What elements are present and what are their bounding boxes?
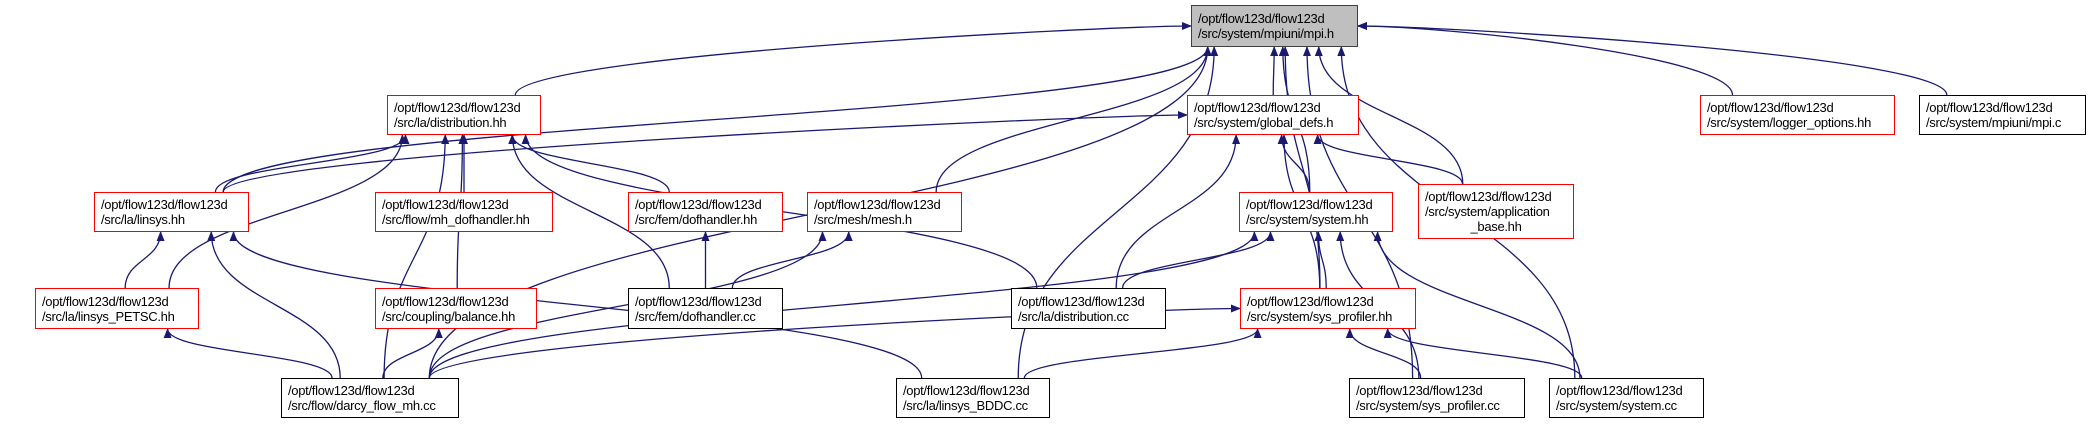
edge-application-base-hh-to-global-defs-h: [1313, 134, 1464, 185]
node-label-line: /src/system/global_defs.h: [1194, 115, 1334, 130]
node-global-defs-h[interactable]: /opt/flow123d/flow123d/src/system/global…: [1187, 95, 1359, 135]
node-label-line: /opt/flow123d/flow123d: [1926, 100, 2053, 115]
node-label-line: /opt/flow123d/flow123d: [42, 293, 169, 309]
node-label-line: /opt/flow123d/flow123d: [1018, 293, 1145, 309]
node-label-line: /src/coupling/balance.hh: [382, 308, 516, 324]
edge-system-cc-to-system-hh: [1373, 231, 1581, 379]
node-mpi-h[interactable]: /opt/flow123d/flow123d/src/system/mpiuni…: [1191, 5, 1358, 47]
node-label-line: /opt/flow123d/flow123d: [635, 293, 762, 309]
edge-darcy-flow-mh-cc-to-system-hh: [428, 231, 1259, 379]
edge-linsys-bddc-cc-to-sys-profiler-hh: [1023, 328, 1262, 379]
node-label-line: /opt/flow123d/flow123d: [288, 383, 415, 398]
edge-system-cc-to-sys-profiler-hh: [1383, 328, 1583, 379]
edge-global-defs-h-to-mpi-h: [1270, 46, 1279, 96]
node-label-line: /opt/flow123d/flow123d: [635, 197, 762, 212]
edge-fem-dofhandler-hh-to-distribution-hh: [508, 134, 670, 193]
edge-distribution-cc-to-system-hh: [1121, 231, 1275, 289]
edge-fem-dofhandler-cc-to-distribution-hh: [508, 134, 670, 289]
node-label-line: /opt/flow123d/flow123d: [1247, 293, 1374, 309]
edge-distribution-hh-to-mpi-h: [514, 22, 1192, 96]
node-linsys-bddc-cc[interactable]: /opt/flow123d/flow123d/src/la/linsys_BDD…: [896, 378, 1050, 418]
node-fem-dofhandler-hh[interactable]: /opt/flow123d/flow123d/src/fem/dofhandle…: [628, 192, 783, 232]
node-label-line: /src/fem/dofhandler.cc: [635, 308, 756, 324]
node-darcy-flow-mh-cc[interactable]: /opt/flow123d/flow123d/src/flow/darcy_fl…: [281, 378, 459, 418]
edge-darcy-flow-mh-cc-to-sys-profiler-hh: [428, 304, 1241, 379]
edge-sys-profiler-hh-to-mpi-h: [1281, 46, 1321, 289]
node-label-line: /opt/flow123d/flow123d: [394, 100, 521, 115]
node-label-line: /opt/flow123d/flow123d: [903, 383, 1030, 398]
node-linsys-petsc-hh[interactable]: /opt/flow123d/flow123d/src/la/linsys_PET…: [35, 288, 199, 329]
node-sys-profiler-hh[interactable]: /opt/flow123d/flow123d/src/system/sys_pr…: [1240, 288, 1416, 329]
node-label-line: /src/system/mpiuni/mpi.h: [1198, 26, 1334, 41]
edge-linsys-hh-to-distribution-hh: [214, 134, 410, 193]
node-label-line: /opt/flow123d/flow123d: [814, 197, 941, 212]
node-label-line: /opt/flow123d/flow123d: [1194, 100, 1321, 115]
edge-darcy-flow-mh-cc-to-linsys-hh: [207, 231, 341, 379]
node-label-line: /opt/flow123d/flow123d: [382, 293, 509, 309]
edge-distribution-cc-to-global-defs-h: [1115, 134, 1241, 289]
edge-logger-options-hh-to-mpi-h: [1357, 22, 1734, 96]
edge-linsys-petsc-hh-to-distribution-hh: [168, 134, 407, 289]
node-balance-hh[interactable]: /opt/flow123d/flow123d/src/coupling/bala…: [375, 288, 537, 329]
node-application-base-hh[interactable]: /opt/flow123d/flow123d/src/system/applic…: [1418, 184, 1574, 239]
node-sys-profiler-cc[interactable]: /opt/flow123d/flow123d/src/system/sys_pr…: [1349, 378, 1525, 418]
node-label-line: /src/flow/darcy_flow_mh.cc: [288, 398, 436, 413]
node-label-line: /src/system/sys_profiler.hh: [1247, 308, 1393, 324]
edge-linsys-hh-to-mpi-h: [222, 46, 1212, 193]
node-distribution-cc[interactable]: /opt/flow123d/flow123d/src/la/distributi…: [1011, 288, 1166, 329]
node-mh-dofhandler-hh[interactable]: /opt/flow123d/flow123d/src/flow/mh_dofha…: [375, 192, 553, 232]
node-label-line: /opt/flow123d/flow123d: [1356, 383, 1483, 398]
node-label-line: /src/system/system.cc: [1556, 398, 1677, 413]
edge-mesh-h-to-mpi-h: [935, 46, 1212, 193]
edge-mpi-c-to-mpi-h: [1357, 22, 1948, 96]
node-label-line: /opt/flow123d/flow123d: [382, 197, 509, 212]
edge-sys-profiler-cc-to-sys-profiler-hh: [1345, 328, 1422, 379]
node-label-line: /src/system/sys_profiler.cc: [1356, 398, 1500, 413]
node-label-line: /src/la/distribution.cc: [1018, 308, 1129, 324]
node-linsys-hh[interactable]: /opt/flow123d/flow123d/src/la/linsys.hh: [94, 192, 249, 232]
edge-fem-dofhandler-cc-to-mesh-h: [731, 231, 853, 289]
node-label-line: /src/la/linsys_PETSC.hh: [42, 308, 175, 324]
node-label-line: /src/mesh/mesh.h: [814, 212, 912, 227]
edge-darcy-flow-mh-cc-to-mesh-h: [428, 231, 827, 379]
node-label-line: /src/system/system.hh: [1246, 212, 1369, 227]
node-label-line: /opt/flow123d/flow123d: [1556, 383, 1683, 398]
node-fem-dofhandler-cc[interactable]: /opt/flow123d/flow123d/src/fem/dofhandle…: [628, 288, 783, 329]
node-logger-options-hh[interactable]: /opt/flow123d/flow123d/src/system/logger…: [1700, 95, 1895, 135]
node-label-line: /src/la/linsys.hh: [101, 212, 185, 227]
node-label-line: /src/system/mpiuni/mpi.c: [1926, 115, 2062, 130]
node-label-line: /opt/flow123d/flow123d: [1707, 100, 1834, 115]
edge-application-base-hh-to-mpi-h: [1314, 46, 1464, 185]
node-mesh-h[interactable]: /opt/flow123d/flow123d/src/mesh/mesh.h: [807, 192, 962, 232]
edge-linsys-bddc-cc-to-linsys-hh: [229, 231, 923, 379]
edge-darcy-flow-mh-cc-to-linsys-petsc-hh: [163, 328, 333, 379]
edge-linsys-petsc-hh-to-linsys-hh: [124, 231, 165, 289]
edge-linsys-hh-to-global-defs-h: [222, 111, 1188, 193]
node-label-line: /opt/flow123d/flow123d: [101, 197, 228, 212]
edge-darcy-flow-mh-cc-to-balance-hh: [382, 328, 443, 379]
node-label-line: /opt/flow123d/flow123d: [1425, 189, 1552, 204]
edge-darcy-flow-mh-cc-to-distribution-hh: [383, 134, 450, 379]
node-label-line: /src/la/distribution.hh: [394, 115, 507, 130]
node-label-line: /opt/flow123d/flow123d: [1198, 11, 1325, 26]
node-system-hh[interactable]: /opt/flow123d/flow123d/src/system/system…: [1239, 192, 1393, 232]
node-mpi-c[interactable]: /opt/flow123d/flow123d/src/system/mpiuni…: [1919, 95, 2086, 135]
node-distribution-hh[interactable]: /opt/flow123d/flow123d/src/la/distributi…: [387, 95, 541, 135]
node-system-cc[interactable]: /opt/flow123d/flow123d/src/system/system…: [1549, 378, 1704, 418]
node-label-line: /src/system/logger_options.hh: [1707, 115, 1871, 130]
node-label-line: /src/system/application: [1425, 204, 1550, 219]
edge-sys-profiler-hh-to-system-hh: [1314, 231, 1327, 289]
node-label-line: /opt/flow123d/flow123d: [1246, 197, 1373, 212]
node-label-line: /src/flow/mh_dofhandler.hh: [382, 212, 530, 227]
node-label-line: _base.hh: [1470, 219, 1522, 234]
node-label-line: /src/fem/dofhandler.hh: [635, 212, 758, 227]
node-label-line: /src/la/linsys_BDDC.cc: [903, 398, 1028, 413]
